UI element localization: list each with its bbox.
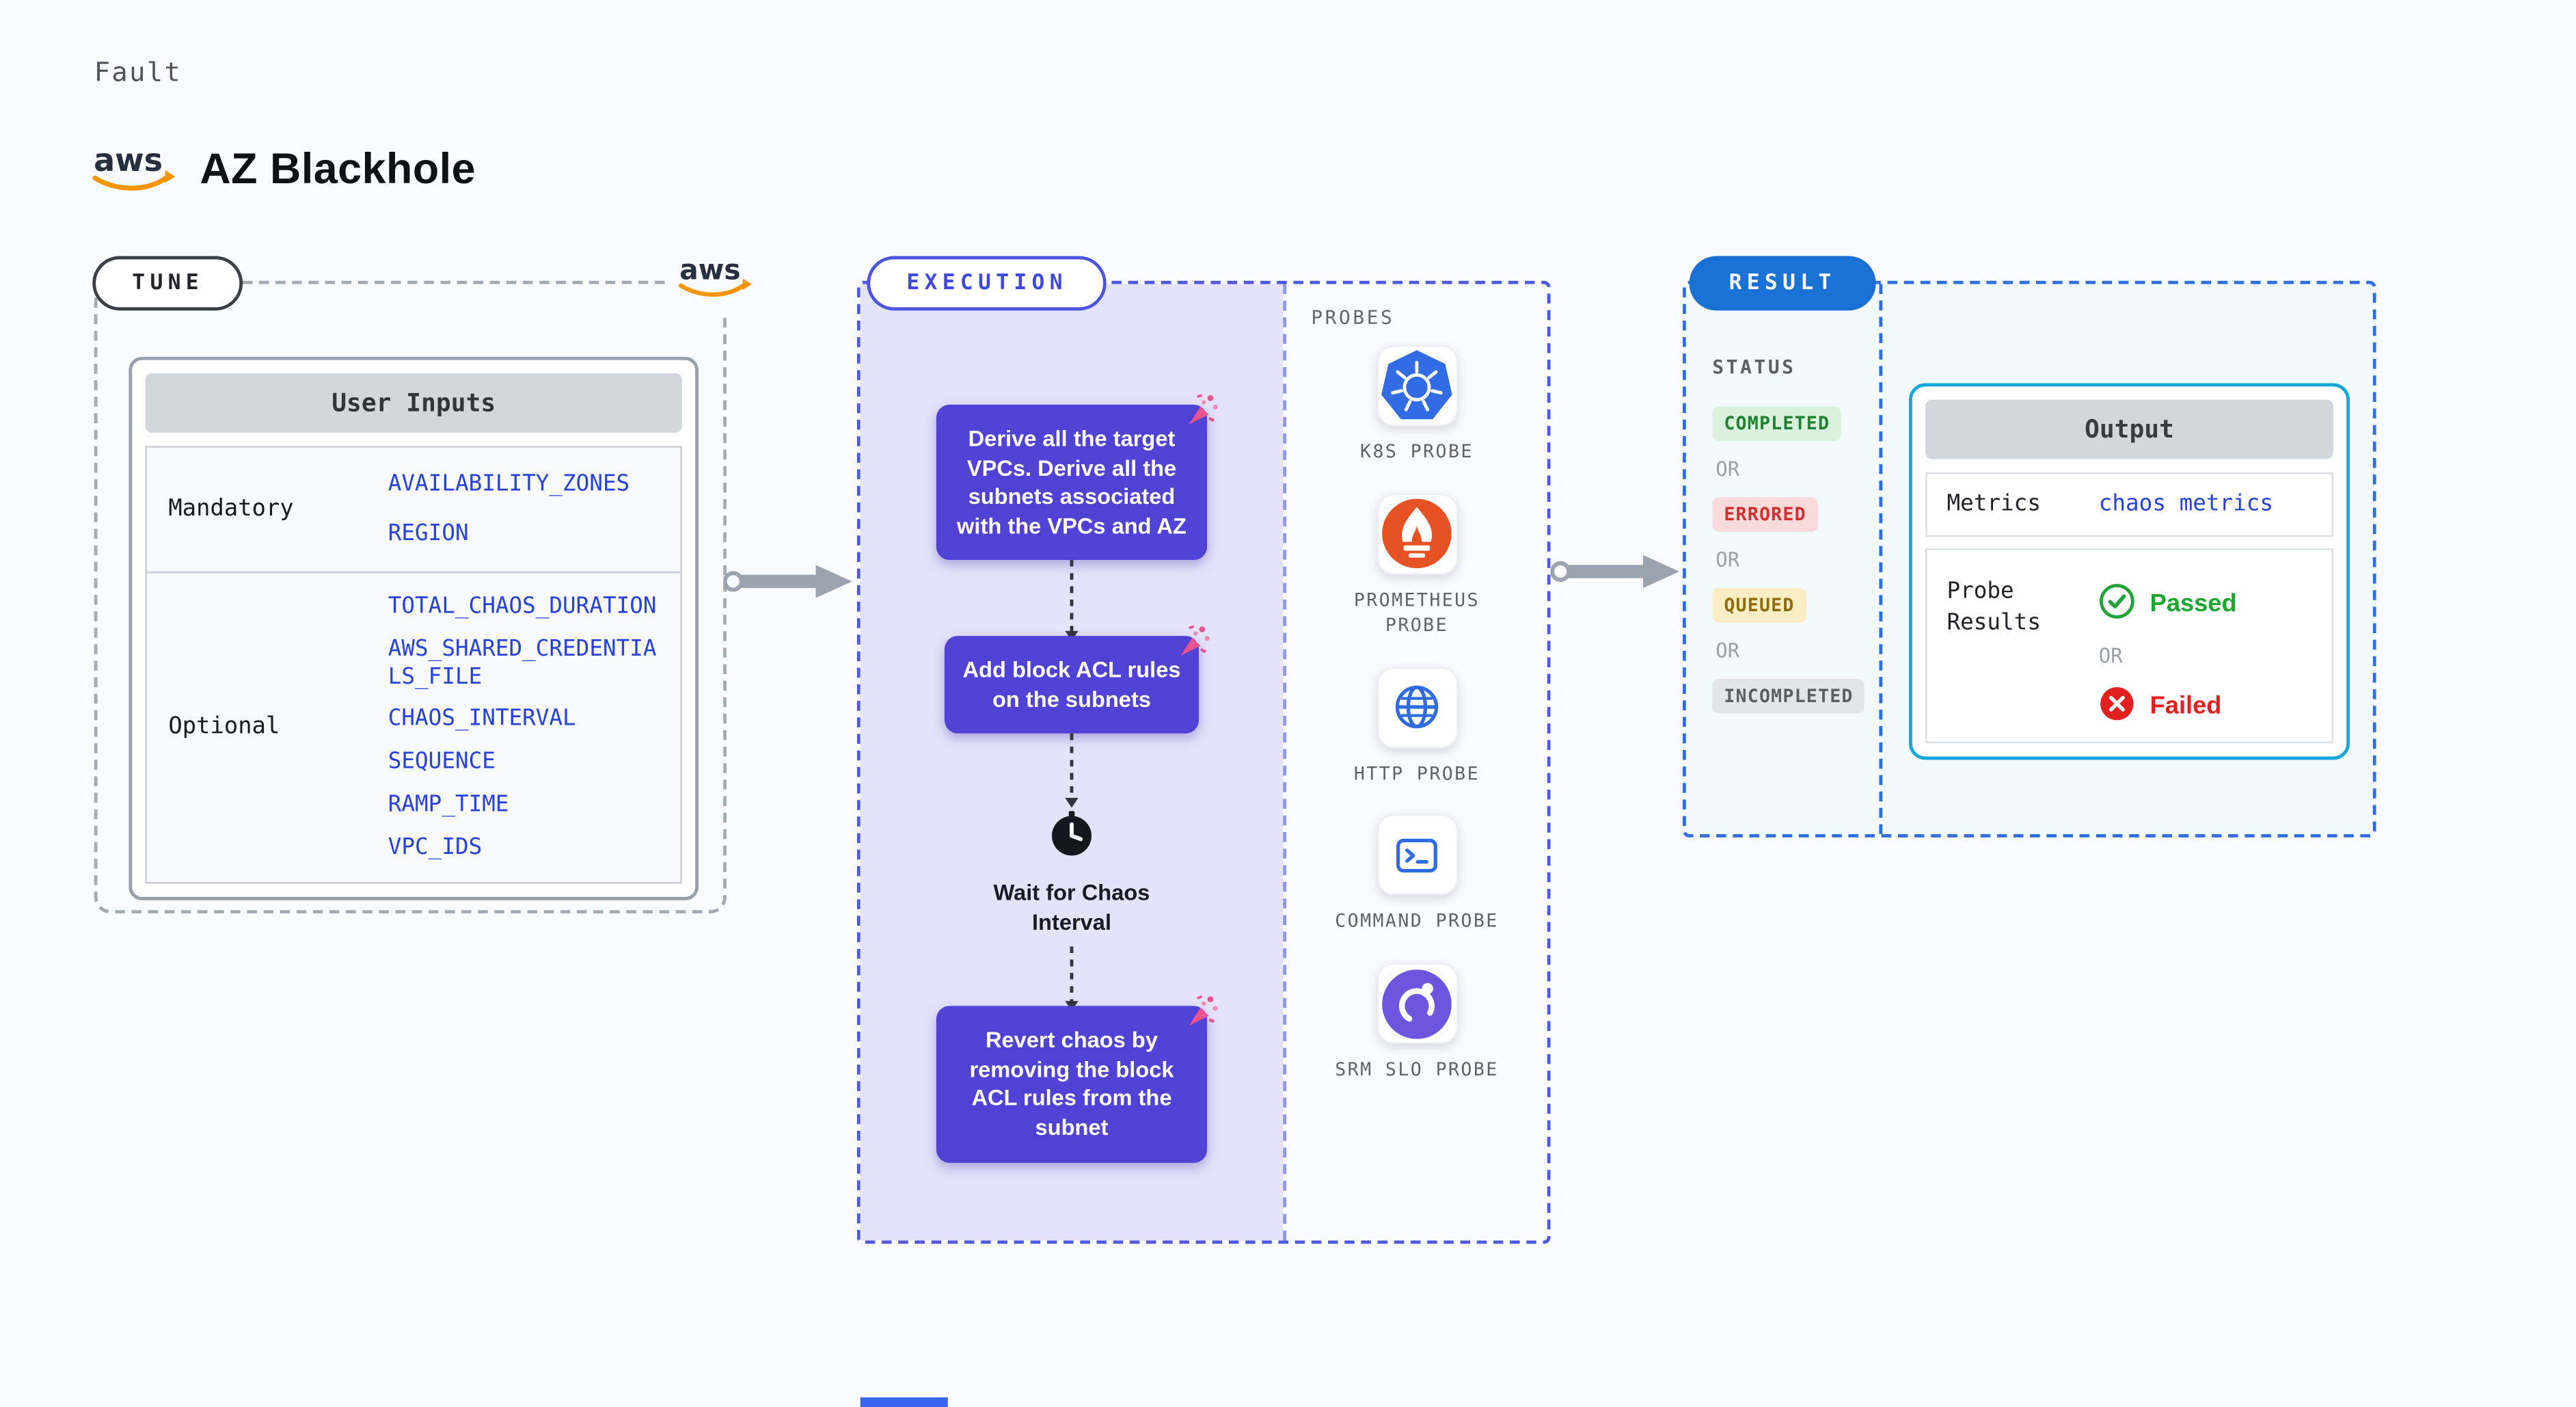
flow-connector [1065, 947, 1079, 1012]
probes-title: PROBES [1311, 305, 1395, 329]
wait-step: Wait for Chaos Interval [973, 810, 1171, 937]
row-label: Optional [168, 714, 280, 741]
flow-step-derive: Derive all the target VPCs. Derive all t… [936, 394, 1218, 561]
input-variable: CHAOS_INTERVAL [388, 706, 576, 733]
confetti-icon [1182, 992, 1222, 1032]
user-inputs-title: User Inputs [145, 373, 682, 433]
prometheus-icon [1376, 494, 1458, 575]
row-label: Mandatory [168, 496, 294, 523]
or-label: OR [1716, 457, 1740, 481]
confetti-icon [1182, 390, 1222, 429]
kubernetes-icon [1376, 345, 1458, 427]
aws-logo: aws [91, 136, 177, 204]
execution-flow: Derive all the target VPCs. Derive all t… [860, 284, 1284, 1241]
clock-icon [1048, 810, 1095, 868]
arrow-tune-to-execution-icon [722, 561, 855, 601]
probe-item-prometheus: PROMETHEUS PROBE [1321, 494, 1513, 639]
status-badge-queued: QUEUED [1712, 588, 1806, 623]
cut-off-element [860, 1397, 948, 1407]
input-variable: REGION [388, 520, 469, 547]
execution-badge: EXECUTION [867, 256, 1107, 311]
row-values: TOTAL_CHAOS_DURATION AWS_SHARED_CREDENTI… [375, 573, 680, 882]
output-title: Output [1925, 399, 2333, 459]
fault-kicker: Fault [94, 56, 182, 88]
probe-item-k8s: K8S PROBE [1321, 345, 1513, 466]
status-badge-incompleted: INCOMPLETED [1712, 678, 1865, 714]
aws-logo-small: aws [667, 244, 763, 312]
probe-label: SRM SLO PROBE [1335, 1059, 1499, 1081]
terminal-icon [1376, 815, 1458, 896]
status-badge-errored: ERRORED [1712, 497, 1818, 532]
page-title: AZ Blackhole [200, 144, 476, 194]
status-column: STATUS COMPLETED OR ERRORED OR QUEUED OR… [1712, 355, 1874, 714]
flow-step-revert: Revert chaos by removing the block ACL r… [936, 996, 1218, 1162]
status-title: STATUS [1712, 355, 1796, 379]
result-divider [1879, 284, 1883, 835]
input-variable: RAMP_TIME [388, 791, 509, 818]
probe-label: K8S PROBE [1360, 441, 1474, 463]
x-circle-icon [2099, 685, 2135, 728]
input-variable: TOTAL_CHAOS_DURATION [388, 592, 657, 619]
passed-label: Passed [2150, 590, 2237, 619]
or-label: OR [1716, 548, 1740, 572]
page-title-row: aws AZ Blackhole [91, 116, 476, 224]
failed-line: Failed [2099, 685, 2237, 728]
check-circle-icon [2099, 583, 2135, 626]
probe-results-values: Passed OR Failed [2099, 576, 2237, 728]
flow-connector [1065, 734, 1079, 809]
arrow-execution-to-result-icon [1550, 552, 1683, 591]
confetti-icon [1174, 621, 1214, 661]
or-label: OR [1716, 639, 1740, 662]
probe-results-label: Probe Results [1947, 578, 2041, 636]
chaos-metrics-link[interactable]: chaos metrics [2098, 491, 2274, 518]
probe-label: HTTP PROBE [1353, 762, 1480, 784]
tune-panel: TUNE aws User Inputs Mandatory AVAILABIL… [92, 244, 763, 914]
input-variable: VPC_IDS [388, 834, 483, 861]
input-variable: AVAILABILITY_ZONES [388, 470, 630, 498]
probe-label: PROMETHEUS PROBE [1353, 589, 1480, 636]
output-card: Output Metrics chaos metrics Probe Resul… [1908, 383, 2350, 760]
row-values: AVAILABILITY_ZONES REGION [375, 448, 680, 572]
table-row-mandatory: Mandatory AVAILABILITY_ZONES REGION [147, 448, 680, 572]
status-badge-completed: COMPLETED [1712, 406, 1842, 442]
input-variable: AWS_SHARED_CREDENTIALS_FILE [388, 635, 657, 690]
probe-item-srm: SRM SLO PROBE [1321, 963, 1513, 1084]
probe-label: COMMAND PROBE [1335, 911, 1499, 933]
passed-line: Passed [2099, 583, 2237, 626]
svg-text:aws: aws [679, 253, 740, 286]
probe-item-command: COMMAND PROBE [1321, 815, 1513, 935]
tune-badge: TUNE [92, 256, 243, 311]
user-inputs-body: Mandatory AVAILABILITY_ZONES REGION Opti… [145, 446, 682, 884]
probe-results-row: Probe Results Passed OR [1925, 548, 2333, 743]
or-label: OR [2098, 643, 2123, 667]
table-row-optional: Optional TOTAL_CHAOS_DURATION AWS_SHARED… [147, 571, 681, 882]
input-variable: SEQUENCE [388, 749, 496, 775]
probes-section: PROBES [1283, 284, 1547, 1241]
probe-item-http: HTTP PROBE [1321, 666, 1513, 787]
srm-slo-icon [1376, 963, 1458, 1045]
wait-label: Wait for Chaos Interval [993, 881, 1150, 935]
result-panel: RESULT STATUS COMPLETED OR ERRORED OR QU… [1682, 256, 2376, 838]
failed-label: Failed [2150, 693, 2222, 721]
flow-connector [1065, 560, 1079, 641]
result-badge: RESULT [1689, 256, 1876, 311]
flow-step-acl: Add block ACL rules on the subnets [944, 626, 1210, 734]
metrics-label: Metrics [1947, 490, 2041, 518]
execution-panel: EXECUTION Derive all the target VPCs. De… [856, 256, 1551, 1244]
user-inputs-table: User Inputs Mandatory AVAILABILITY_ZONES… [128, 356, 699, 900]
svg-text:aws: aws [94, 142, 163, 179]
metrics-row: Metrics chaos metrics [1925, 472, 2333, 537]
globe-icon [1376, 666, 1458, 748]
